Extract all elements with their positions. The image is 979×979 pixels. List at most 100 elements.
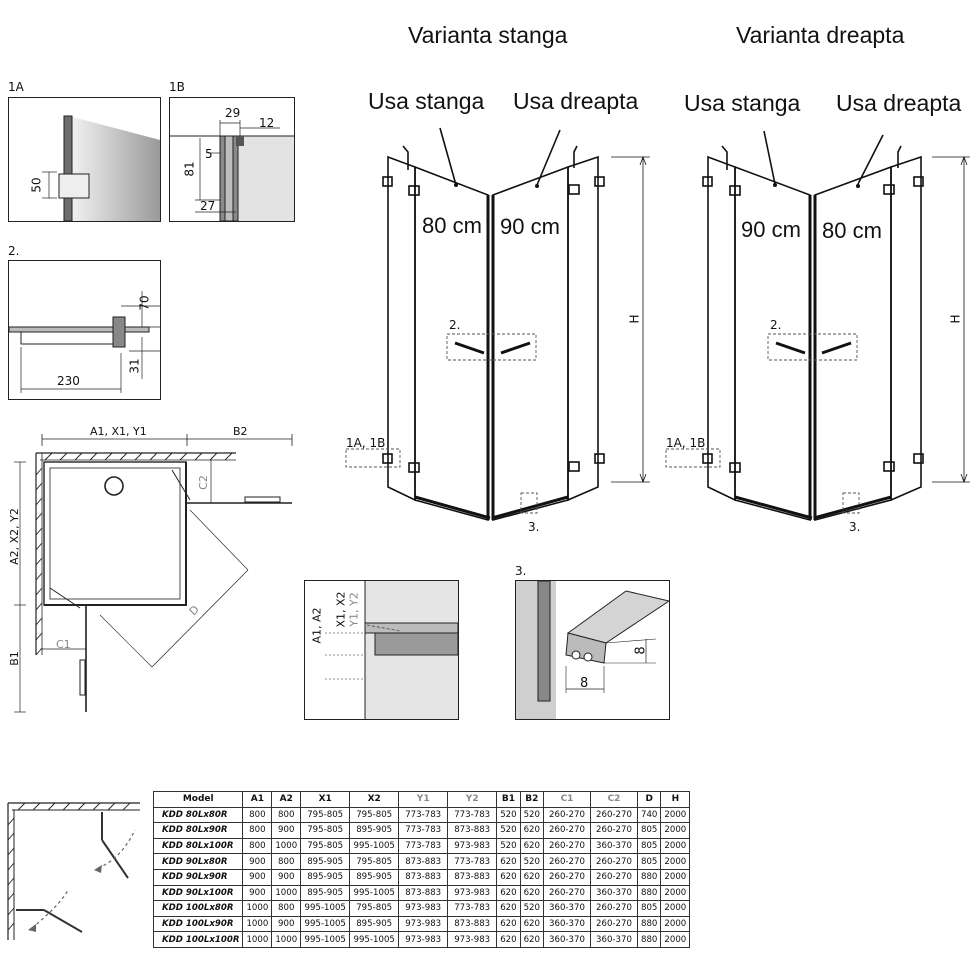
- detail-1b-label: 1B: [169, 80, 185, 94]
- left-door-size: 80 cm: [421, 213, 483, 239]
- table-cell: 795-805: [349, 900, 400, 917]
- table-cell: 900: [242, 868, 273, 886]
- model-cell: KDD 100Lx80R: [152, 900, 244, 917]
- table-cell: 800: [271, 853, 302, 870]
- detail-3-dim-vertical: 8: [633, 646, 649, 655]
- table-cell: 1000: [271, 837, 302, 855]
- detail-1b-dim-81: 81: [182, 161, 197, 177]
- table-cell: 873-883: [447, 868, 498, 886]
- table-cell: 805: [636, 822, 662, 839]
- plan-b1-dim: B1: [7, 651, 21, 666]
- table-cell: 800: [242, 822, 273, 839]
- table-cell: 2000: [660, 806, 691, 824]
- table-cell: 973-983: [398, 900, 449, 917]
- table-cell: 520: [519, 900, 545, 917]
- table-cell: 360-370: [590, 884, 638, 902]
- table-cell: 260-270: [590, 853, 638, 870]
- col-header: X2: [349, 791, 400, 808]
- table-cell: 895-905: [300, 853, 351, 870]
- col-header: H: [660, 791, 691, 808]
- table-cell: 795-805: [349, 853, 400, 870]
- table-cell: 900: [242, 884, 273, 902]
- table-cell: 260-270: [543, 837, 591, 855]
- table-cell: 620: [519, 931, 545, 948]
- plan-c1-dim: C1: [56, 638, 71, 651]
- plan-c2-dim: C2: [196, 475, 210, 490]
- model-cell: KDD 90Lx90R: [152, 868, 244, 886]
- col-header: B1: [496, 791, 521, 808]
- table-cell: 973-983: [447, 884, 498, 902]
- table-cell: 2000: [660, 900, 691, 917]
- table-cell: 873-883: [447, 822, 498, 839]
- detail2-marker: 2.: [449, 318, 461, 332]
- table-cell: 873-883: [398, 884, 449, 902]
- left-variant-title: Varianta stanga: [408, 22, 568, 48]
- table-cell: 895-905: [349, 868, 400, 886]
- detail-1a-box: 50: [8, 97, 161, 222]
- table-cell: 795-805: [300, 837, 351, 855]
- table-cell: 2000: [660, 931, 691, 948]
- col-header: A1: [242, 791, 273, 808]
- left-door-right-label: Usa dreapta: [513, 88, 639, 114]
- table-cell: 995-1005: [349, 884, 400, 902]
- model-cell: KDD 80Lx100R: [152, 837, 244, 855]
- table-cell: 880: [636, 915, 662, 933]
- table-cell: 873-883: [447, 915, 498, 933]
- detail-1b-dim-12: 12: [259, 116, 275, 130]
- col-header: Model: [152, 791, 244, 808]
- table-cell: 260-270: [543, 806, 591, 824]
- detail-2-dim-31: 31: [127, 358, 142, 374]
- table-cell: 360-370: [543, 900, 591, 917]
- table-cell: 620: [519, 868, 545, 886]
- model-cell: KDD 90Lx80R: [152, 853, 244, 870]
- detail-1a-label: 1A: [8, 80, 24, 94]
- table-cell: 800: [271, 806, 302, 824]
- table-cell: 995-1005: [349, 931, 400, 948]
- detail-1b-dim-27: 27: [200, 199, 216, 213]
- table-cell: 900: [271, 822, 302, 839]
- plan-side-dim: A2, X2, Y2: [7, 508, 21, 565]
- table-cell: 620: [496, 853, 521, 870]
- table-cell: 973-983: [447, 931, 498, 948]
- col-header: B2: [519, 791, 545, 808]
- table-cell: 2000: [660, 868, 691, 886]
- detail1-marker: 1A, 1B: [666, 436, 706, 450]
- col-header: A2: [271, 791, 302, 808]
- table-cell: 895-905: [349, 822, 400, 839]
- table-header-row: Model A1 A2 X1 X2 Y1 Y2 B1 B2 C1 C2 D H: [152, 791, 691, 808]
- plan-b2-dim: B2: [233, 425, 248, 438]
- plan-d-dim: D: [186, 602, 202, 619]
- profile-x-dim: X1, X2: [334, 591, 348, 628]
- detail1-marker: 1A, 1B: [346, 436, 386, 450]
- table-cell: 260-270: [590, 868, 638, 886]
- table-cell: 620: [496, 900, 521, 917]
- table-cell: 360-370: [590, 837, 638, 855]
- table-cell: 620: [519, 837, 545, 855]
- table-cell: 973-983: [447, 837, 498, 855]
- table-cell: 2000: [660, 853, 691, 870]
- model-cell: KDD 80Lx90R: [152, 822, 244, 839]
- table-cell: 620: [519, 915, 545, 933]
- table-cell: 773-783: [447, 900, 498, 917]
- table-cell: 880: [636, 931, 662, 948]
- table-cell: 973-983: [398, 931, 449, 948]
- table-cell: 1000: [271, 884, 302, 902]
- detail-3-box: 8 8: [515, 580, 670, 720]
- table-cell: 2000: [660, 837, 691, 855]
- table-cell: 795-805: [349, 806, 400, 824]
- table-cell: 620: [496, 884, 521, 902]
- detail-3-label: 3.: [515, 564, 527, 578]
- plan-top-dim: A1, X1, Y1: [90, 425, 147, 438]
- table-cell: 260-270: [590, 915, 638, 933]
- col-header: C2: [590, 791, 638, 808]
- table-cell: 1000: [242, 900, 273, 917]
- table-cell: 773-783: [398, 822, 449, 839]
- table-cell: 520: [496, 822, 521, 839]
- model-spec-table: Model A1 A2 X1 X2 Y1 Y2 B1 B2 C1 C2 D H …: [152, 791, 691, 948]
- table-cell: 805: [636, 837, 662, 855]
- right-door-size: 80 cm: [821, 218, 883, 244]
